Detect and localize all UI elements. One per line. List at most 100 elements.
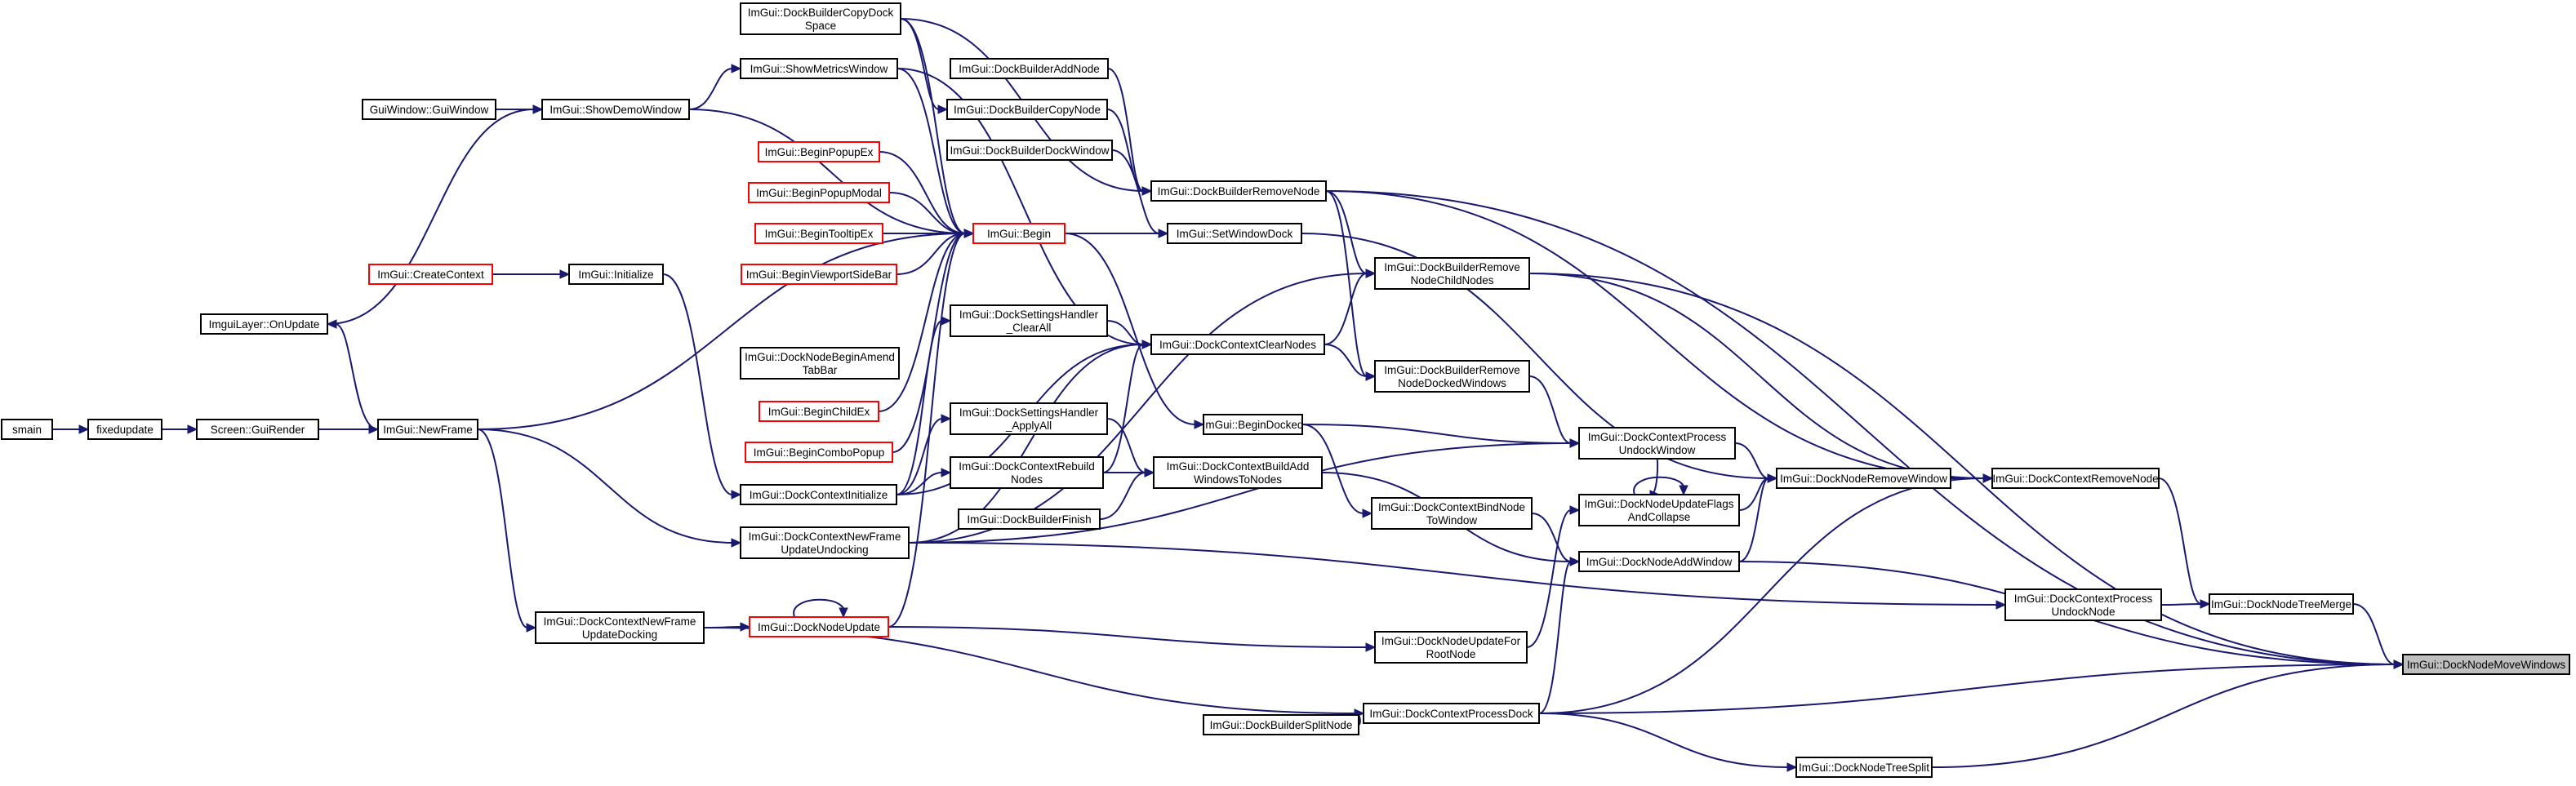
node-box — [950, 456, 1104, 489]
call-edge — [1538, 659, 2405, 714]
node-remove-node[interactable]: ImGui::DockBuilderRemoveNode — [1150, 180, 1327, 202]
node-begin-child-ex[interactable]: ImGui::BeginChildEx — [759, 401, 879, 422]
node-settings-clear-all[interactable]: ImGui::DockSettingsHandler_ClearAll — [950, 304, 1108, 337]
node-box — [535, 611, 705, 644]
node-node-add-window[interactable]: ImGui::DockNodeAddWindow — [1578, 551, 1740, 572]
node-nf-update-undocking[interactable]: ImGui::DockContextNewFrameUpdateUndockin… — [740, 526, 910, 559]
node-tree-merge[interactable]: ImGui::DockNodeTreeMerge — [2209, 593, 2354, 615]
node-begin-combo-popup[interactable]: ImGui::BeginComboPopup — [745, 442, 893, 463]
node-box — [2402, 654, 2570, 675]
call-edge — [896, 316, 952, 495]
node-box — [1, 419, 53, 440]
call-edge — [1107, 68, 1153, 196]
node-box — [1363, 703, 1540, 724]
call-edge — [477, 229, 975, 430]
node-gui-window[interactable]: GuiWindow::GuiWindow — [362, 99, 496, 120]
node-node-update[interactable]: ImGui::DockNodeUpdate — [749, 616, 889, 637]
call-edge — [896, 414, 952, 495]
call-edge — [1099, 468, 1155, 520]
node-label: _ClearAll — [1006, 322, 1052, 334]
node-label: ImGui::DockNodeTreeMerge — [2211, 598, 2351, 611]
node-label: ImGui::Begin — [987, 228, 1051, 240]
node-begin[interactable]: ImGui::Begin — [972, 223, 1066, 244]
call-edge — [1324, 269, 1377, 345]
node-begin-docked[interactable]: ImGui::BeginDocked — [1203, 414, 1304, 435]
node-copy-node[interactable]: ImGui::DockBuilderCopyNode — [946, 99, 1108, 120]
node-box — [2209, 593, 2354, 615]
call-edge — [477, 429, 742, 548]
node-label: NodeDockedWindows — [1398, 377, 1506, 389]
call-edge — [477, 429, 537, 633]
node-process-dock[interactable]: ImGui::DockContextProcessDock — [1363, 703, 1540, 724]
node-box — [740, 484, 897, 505]
node-box — [946, 99, 1108, 120]
node-box — [745, 442, 893, 463]
call-edge — [1528, 375, 1581, 448]
node-begin-tooltip-ex[interactable]: ImGui::BeginTooltipEx — [754, 223, 883, 244]
node-new-frame[interactable]: ImGui::NewFrame — [377, 419, 478, 440]
node-builder-split-node[interactable]: ImGui::DockBuilderSplitNode — [1203, 714, 1359, 735]
node-begin-popup-ex[interactable]: ImGui::BeginPopupEx — [758, 141, 880, 162]
node-add-node[interactable]: ImGui::DockBuilderAddNode — [950, 58, 1109, 79]
node-box — [741, 264, 897, 285]
call-edge — [793, 598, 848, 619]
node-settings-apply-all[interactable]: ImGui::DockSettingsHandler_ApplyAll — [950, 402, 1108, 435]
node-fixedupdate[interactable]: fixedupdate — [87, 419, 162, 440]
node-box — [1374, 631, 1528, 664]
node-ctx-remove-node[interactable]: ImGui::DockContextRemoveNode — [1991, 468, 2160, 489]
call-edge — [896, 229, 975, 275]
call-edge — [688, 109, 975, 238]
node-label: fixedupdate — [96, 424, 153, 436]
node-show-demo[interactable]: ImGui::ShowDemoWindow — [541, 99, 690, 120]
node-tree-split[interactable]: ImGui::DockNodeTreeSplit — [1795, 757, 1933, 778]
node-box — [950, 402, 1108, 435]
node-remove-docked-windows[interactable]: ImGui::DockBuilderRemoveNodeDockedWindow… — [1374, 360, 1530, 393]
node-begin-popup-modal[interactable]: ImGui::BeginPopupModal — [748, 182, 890, 203]
node-node-remove-window[interactable]: ImGui::DockNodeRemoveWindow — [1776, 468, 1951, 489]
node-label: ImGui::DockNodeUpdateFlags — [1584, 498, 1733, 510]
node-gui-render[interactable]: Screen::GuiRender — [196, 419, 319, 440]
node-label: AndCollapse — [1628, 511, 1691, 523]
node-box — [759, 401, 879, 422]
node-smain[interactable]: smain — [1, 419, 53, 440]
node-ctx-initialize[interactable]: ImGui::DockContextInitialize — [740, 484, 897, 505]
node-move-windows[interactable]: ImGui::DockNodeMoveWindows — [2402, 654, 2570, 675]
call-edge — [1106, 418, 1155, 477]
call-edge — [688, 64, 742, 110]
node-box — [1776, 468, 1951, 489]
call-edge — [1064, 233, 1205, 429]
node-label: ImGui::DockNodeAddWindow — [1586, 556, 1733, 568]
node-create-context[interactable]: ImGui::CreateContext — [368, 264, 493, 285]
node-label: ImGui::DockContextRebuild — [959, 460, 1095, 473]
node-label: ImGui::BeginChildEx — [768, 406, 870, 418]
call-edge — [1738, 473, 1778, 562]
node-initialize[interactable]: ImGui::Initialize — [568, 264, 664, 285]
node-box — [1167, 223, 1302, 244]
call-edge — [1324, 344, 1377, 381]
node-dock-window[interactable]: ImGui::DockBuilderDockWindow — [946, 140, 1113, 161]
node-label: Screen::GuiRender — [211, 424, 305, 436]
node-clear-nodes[interactable]: ImGui::DockContextClearNodes — [1150, 334, 1325, 355]
call-edge — [1931, 659, 2405, 768]
node-imgui-layer[interactable]: ImguiLayer::OnUpdate — [200, 313, 328, 335]
node-builder-finish[interactable]: ImGui::DockBuilderFinish — [958, 508, 1101, 530]
node-box — [1203, 414, 1303, 435]
node-begin-viewport-sidebar[interactable]: ImGui::BeginViewportSideBar — [741, 264, 897, 285]
node-box — [740, 347, 900, 380]
node-set-window-dock[interactable]: ImGui::SetWindowDock — [1167, 223, 1302, 244]
node-show-metrics[interactable]: ImGui::ShowMetricsWindow — [740, 58, 898, 79]
node-box — [368, 264, 493, 285]
node-box — [740, 58, 898, 79]
